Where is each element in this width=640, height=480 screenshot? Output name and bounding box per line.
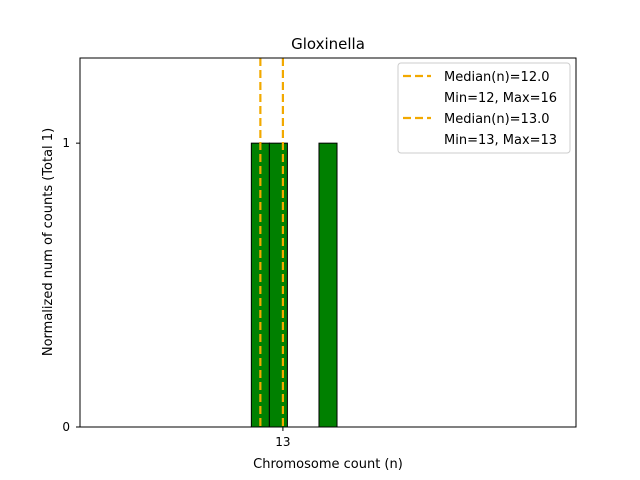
legend-label-median-1: Median(n)=12.0	[444, 70, 550, 85]
legend-box	[397, 62, 571, 154]
legend-label-median-2: Median(n)=13.0	[444, 112, 550, 127]
bar-2	[268, 142, 288, 428]
bars-group	[250, 142, 338, 428]
x-tick-label-1: 13	[275, 435, 290, 449]
y-tick-label-1: 0	[62, 420, 70, 434]
y-ticks-group: 01	[62, 136, 80, 434]
chart-title: Gloxinella	[291, 35, 365, 53]
legend: Median(n)=12.0 Min=12, Max=16 Median(n)=…	[397, 62, 571, 154]
legend-sub-median-1: Min=12, Max=16	[444, 91, 557, 106]
plot-frame	[79, 57, 577, 428]
bar-3	[318, 142, 338, 428]
x-axis-label: Chromosome count (n)	[253, 457, 403, 472]
x-ticks-group: 13	[275, 427, 291, 449]
y-axis-label: Normalized num of counts (Total 1)	[41, 128, 56, 356]
legend-sub-median-2: Min=13, Max=13	[444, 133, 557, 148]
y-tick-label-2: 1	[62, 136, 70, 150]
median-lines-group	[259, 58, 285, 427]
